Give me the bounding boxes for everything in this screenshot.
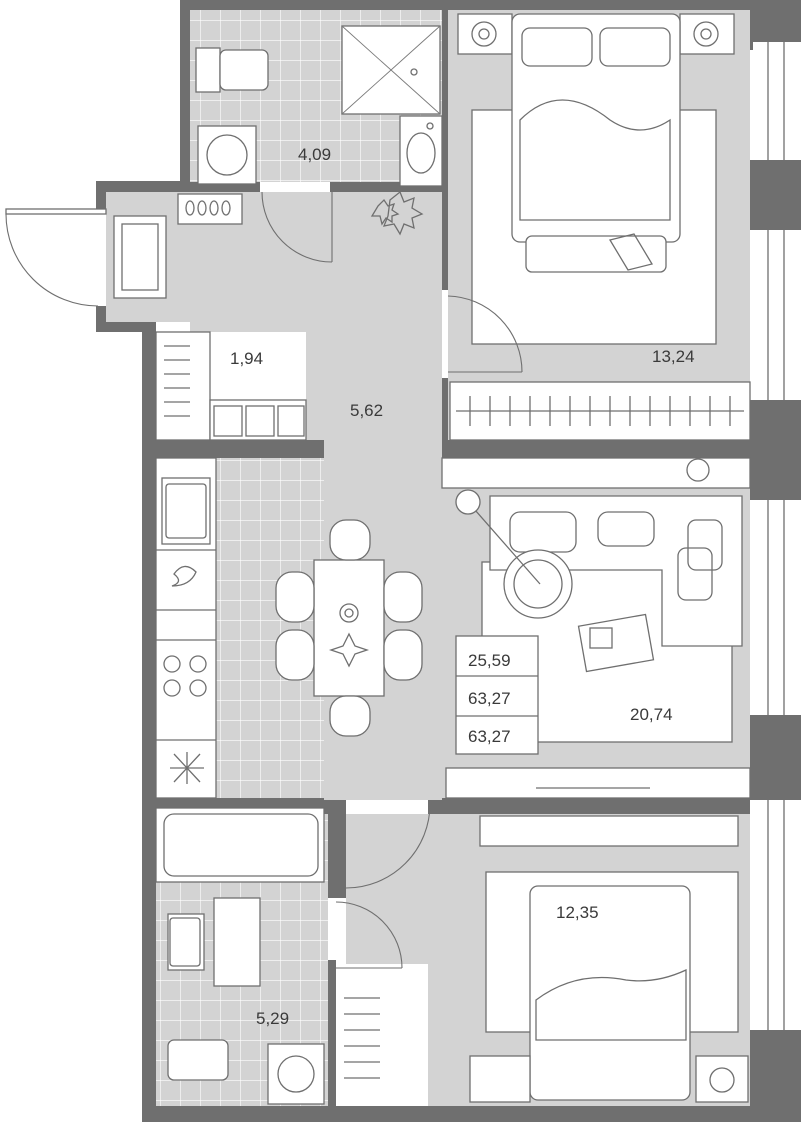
area-label-bathroom-bottom: 5,29 <box>256 1009 289 1028</box>
area-label-hallway: 5,62 <box>350 401 383 420</box>
summary-living-area: 25,59 <box>468 651 511 670</box>
summary-total-area-2: 63,27 <box>468 727 511 746</box>
area-label-wardrobe: 1,94 <box>230 349 263 368</box>
bathroom-top <box>195 25 443 263</box>
wardrobe <box>155 331 307 441</box>
area-label-bedroom-top: 13,24 <box>652 347 695 366</box>
bedroom-bottom <box>344 815 749 1103</box>
living-room <box>441 457 751 799</box>
entry-hall <box>113 190 424 299</box>
area-labels: 4,09 1,94 5,62 13,24 20,74 5,29 12,35 25… <box>230 145 695 1028</box>
area-label-living-kitchen: 20,74 <box>630 705 673 724</box>
summary-total-area: 63,27 <box>468 689 511 708</box>
bedroom-top <box>447 13 751 441</box>
entrance-door <box>5 208 107 307</box>
bathroom-bottom <box>155 803 431 1105</box>
area-label-bedroom-bottom: 12,35 <box>556 903 599 922</box>
area-label-bathroom-top: 4,09 <box>298 145 331 164</box>
kitchen <box>155 457 423 799</box>
